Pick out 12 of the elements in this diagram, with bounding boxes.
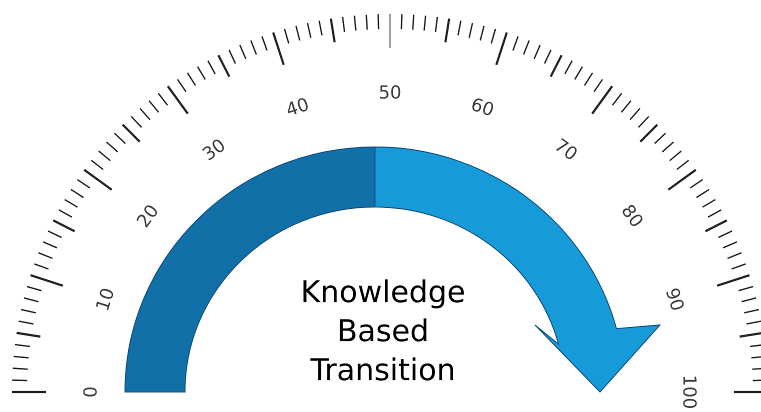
scale-number: 10 [96,288,114,310]
scale-number: 70 [556,138,577,159]
scale-number: 50 [380,85,400,99]
caption-text: Knowledge Based Transition [304,279,464,381]
scale-number: 90 [666,288,684,310]
scale-number: 30 [202,140,224,160]
scale-number: 20 [136,205,157,228]
scale-number: 60 [472,98,494,116]
scale-number: 40 [288,98,308,114]
scale-number: 0 [83,387,97,397]
scale-number: 80 [622,204,642,226]
scale-number: 100 [683,376,697,408]
